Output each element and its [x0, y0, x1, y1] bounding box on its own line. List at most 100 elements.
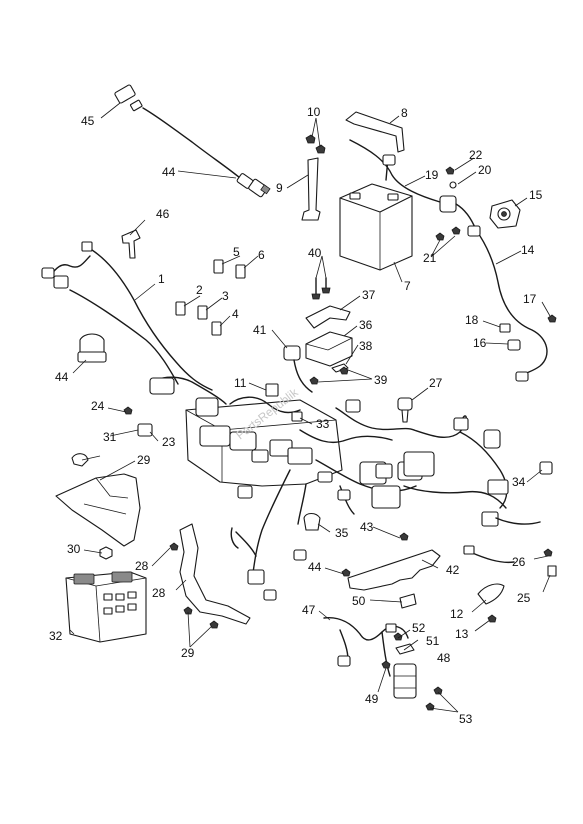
callout-45: 44: [55, 370, 69, 384]
callout-10: 10: [307, 105, 321, 119]
part-48-bracket: [121, 229, 141, 259]
callout-8: 8: [401, 106, 408, 120]
part-41-bolts: [311, 277, 331, 300]
part-1-main-harness: [41, 241, 541, 601]
callout-40: 39: [374, 373, 388, 387]
callout-41: 40: [308, 246, 322, 260]
part-11-relay: [265, 383, 279, 397]
callout-29a: 28: [135, 559, 149, 573]
part-52-bracket: [399, 593, 417, 609]
leader-lines: [69, 102, 551, 713]
callout-52: 50: [352, 594, 366, 608]
callout-46: 44: [162, 165, 176, 179]
part-55-fasteners: [425, 686, 443, 711]
callout-14: 14: [521, 243, 535, 257]
part-33-fusebox: [65, 571, 147, 643]
part-27-sensor: [397, 397, 413, 423]
part-35-connector: [539, 461, 553, 475]
callout-7: 7: [404, 279, 411, 293]
parts-artwork: [41, 84, 557, 711]
part-46-lead: [142, 107, 271, 198]
callout-50: 48: [437, 651, 451, 665]
part-42-connector: [283, 345, 313, 393]
part-19-cable: [349, 139, 477, 231]
part-45-clip: [77, 333, 107, 363]
part-47-connector: [114, 84, 143, 112]
part-5-6-fuses: [213, 259, 246, 279]
part-24-23-32: [71, 406, 153, 467]
callout-42: 41: [253, 323, 267, 337]
callout-12: 12: [450, 607, 464, 621]
callout-2: 2: [196, 283, 203, 297]
callout-23: 23: [162, 435, 176, 449]
part-34-item: [291, 411, 303, 422]
callout-35: 34: [512, 475, 526, 489]
callout-47: 45: [81, 114, 95, 128]
callout-33: 32: [49, 629, 63, 643]
callout-51: 49: [365, 692, 379, 706]
callout-20: 20: [478, 163, 492, 177]
part-29-fasteners: [169, 542, 219, 629]
callout-54: 52: [412, 621, 426, 635]
callout-18: 18: [465, 313, 479, 327]
callout-27: 27: [429, 376, 443, 390]
callout-37: 36: [359, 318, 373, 332]
callout-5: 5: [233, 245, 240, 259]
callout-6: 6: [258, 248, 265, 262]
callout-11: 11: [234, 376, 247, 390]
callout-44b: 44: [308, 560, 322, 574]
callout-19: 19: [425, 168, 439, 182]
part-9-strap: [301, 157, 321, 221]
part-15-solenoid: [489, 199, 521, 229]
part-53-54-items: [393, 632, 415, 655]
part-43-44-bracket: [341, 532, 441, 591]
callout-31: 30: [67, 542, 81, 556]
part-10-bolts: [305, 134, 326, 154]
part-36-grommet: [303, 512, 321, 531]
part-12-horn: [477, 583, 505, 605]
part-50-regulator: [381, 660, 417, 699]
callout-38: 37: [362, 288, 376, 302]
part-16-18-17-small: [499, 314, 557, 351]
callout-36: 35: [335, 526, 349, 540]
callout-1: 1: [158, 272, 165, 286]
callout-29b: 29: [181, 646, 195, 660]
callout-21: 21: [423, 251, 437, 265]
callout-39: 38: [359, 339, 373, 353]
callout-43: 42: [446, 563, 460, 577]
callout-30: 29: [137, 453, 151, 467]
callout-15: 15: [529, 188, 543, 202]
callout-24: 24: [91, 399, 105, 413]
callout-55: 53: [459, 712, 473, 726]
callout-28: 28: [152, 586, 166, 600]
callout-22: 22: [469, 148, 483, 162]
part-25-26-clips: [463, 545, 557, 577]
callout-44a: 43: [360, 520, 374, 534]
part-28-bracket: [179, 523, 251, 625]
callout-17: 17: [523, 292, 537, 306]
part-14-cable: [467, 225, 548, 382]
part-22-20-21-fasteners: [435, 166, 461, 241]
part-2-3-4-fuses: [175, 301, 222, 336]
part-39-40-fasteners: [309, 363, 349, 385]
callout-labels: 45 44 46 1 10 8 9 19 22 20 15 21 7 14 17…: [49, 105, 543, 726]
callout-4: 4: [232, 307, 239, 321]
callout-13: 13: [455, 627, 469, 641]
part-49-harness: [323, 617, 409, 677]
callout-3: 3: [222, 289, 229, 303]
part-8-strap: [345, 111, 405, 153]
part-38-bracket: [305, 305, 351, 329]
part-31-nut: [99, 546, 113, 560]
part-7-battery: [339, 183, 413, 271]
callout-34: 33: [316, 417, 330, 431]
callout-25: 25: [517, 591, 531, 605]
part-37-relay: [305, 331, 353, 367]
callout-49: 47: [302, 603, 316, 617]
callout-48: 46: [156, 207, 170, 221]
callout-32: 31: [103, 430, 117, 444]
part-30-cover: [55, 473, 141, 547]
callout-9: 9: [276, 181, 283, 195]
callout-26: 26: [512, 555, 526, 569]
callout-53: 51: [426, 634, 440, 648]
